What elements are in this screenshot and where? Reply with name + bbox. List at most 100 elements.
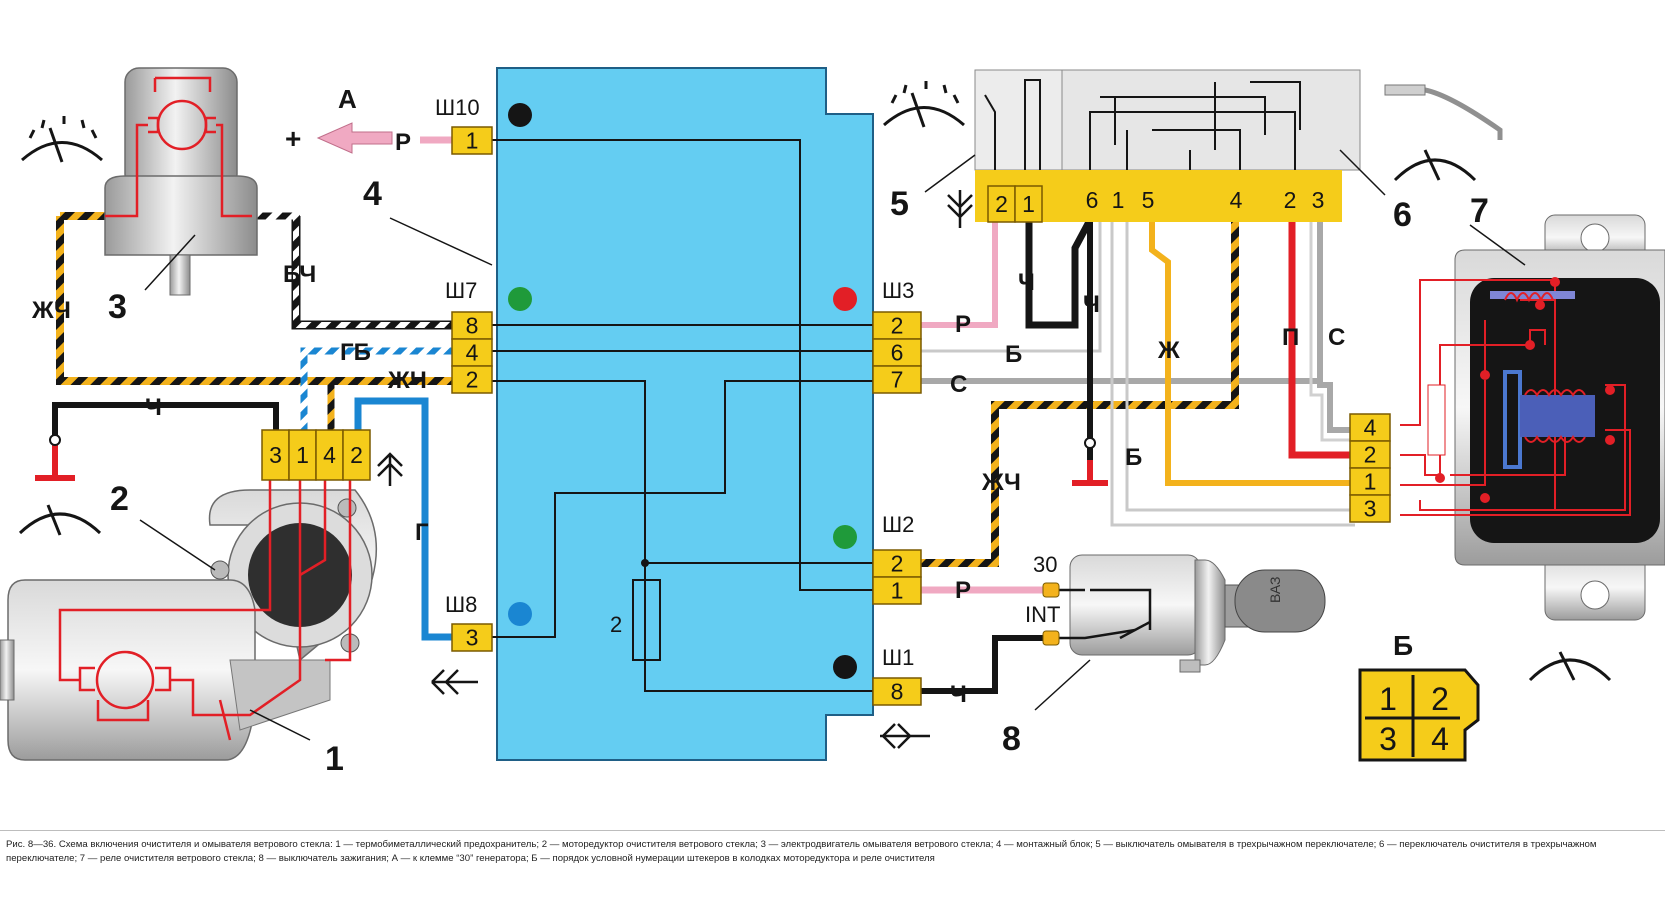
pin-label-relay-4: 4 [1364,415,1377,441]
pin-label-relay-1: 1 [1364,469,1377,495]
wires [52,136,1355,694]
leader-lines [139,149,1526,741]
label-comp1: 1 [325,740,344,778]
pin-box-sh2-1 [872,576,922,605]
pin-label-switch6-2: 2 [1284,187,1297,213]
wire-s-right: С [1328,324,1345,351]
conn-name-sh7: Ш7 [445,278,477,303]
wire-s-sh3: С [950,371,967,398]
pin-label-motor-2: 2 [350,442,363,468]
pin-box-sh1-8 [872,677,922,706]
wiper-motor [0,480,377,761]
view-b-pin-2: 2 [1431,681,1449,717]
block-dot-red [833,287,857,311]
wire-zhch-mid: ЖЧ [387,367,427,394]
pin-box-sh3-7 [872,365,922,394]
wire-zhch-right: ЖЧ [981,469,1021,496]
pin-box-sh10-1 [451,126,493,155]
pin-label-sh7-4: 4 [466,340,479,366]
block-dot-black-top [508,103,532,127]
pin-label-relay-3: 3 [1364,496,1377,522]
label-comp5: 5 [890,185,909,223]
wire-r-sh2: Р [955,577,971,604]
pin-label-switch6-5: 5 [1142,187,1155,213]
label-comp6: 6 [1393,196,1412,234]
conn-name-sh1: Ш1 [882,645,914,670]
pin-label-switch6-4: 4 [1230,187,1243,213]
label-comp8: 8 [1002,720,1021,758]
conn-name-sh2: Ш2 [882,512,914,537]
pin-label-sh7-2: 2 [466,367,479,393]
block-traces [492,139,873,692]
wire-zh: Ж [1157,337,1180,364]
fuse-element [632,579,661,661]
pin-label-switch5-1: 1 [1022,191,1035,217]
wire-p: П [1282,324,1299,351]
fuse-label: 2 [610,612,622,637]
pin-label-sh10-1: 1 [466,128,479,154]
view-b-pin-1: 1 [1379,681,1397,717]
wire-r-sh3: Р [955,311,971,338]
pin-box-sh8-3 [451,623,493,652]
view-b-pin-3: 3 [1379,721,1397,757]
label-comp3: 3 [108,288,127,326]
label-comp2: 2 [110,480,129,518]
pin-label-sh2-1: 1 [891,578,904,604]
pin-box-relay-1 [1349,467,1391,496]
key-brand: ВАЗ [1267,576,1283,603]
stalk-switch-housing [974,69,1503,222]
pin-box-sh7-8 [451,311,493,340]
label-view-b: Б [1393,630,1413,661]
label-comp7: 7 [1470,192,1489,230]
wiper-icon [18,81,1612,682]
diagram-canvas: 2 [0,67,1665,778]
block-dot-green-left [508,287,532,311]
block-dot-green-right [833,525,857,549]
wire-zhch-left: ЖЧ [31,297,71,324]
plus-sign: + [285,123,301,154]
pin-box-motor-2 [342,429,371,481]
pin-box-sh7-4 [451,338,493,367]
pin-label-motor-1: 1 [296,442,309,468]
washer-motor [104,67,258,296]
pin-label-sh7-8: 8 [466,313,479,339]
wiper-relay [1400,214,1665,621]
pin-box-sh3-2 [872,311,922,340]
pin-box-sh3-6 [872,338,922,367]
pin-box-switch5-1 [1014,185,1043,223]
ground-icon [35,445,1108,486]
pin-label-sh8-3: 3 [466,625,479,651]
pin-label-motor-3: 3 [269,442,282,468]
pin-box-motor-4 [315,429,344,481]
pin-box-motor-3 [261,429,290,481]
pin-label-sh3-6: 6 [891,340,904,366]
pin-label-sh3-2: 2 [891,313,904,339]
wire-b-sh3: Б [1005,341,1022,368]
wire-a-r: Р [395,129,411,156]
pin-box-sh7-2 [451,365,493,394]
pin-box-motor-1 [288,429,317,481]
mounting-block [496,67,874,761]
wire-ch-sh1: Ч [950,681,967,708]
pin-label-switch5-2: 2 [995,191,1008,217]
wire-bch: БЧ [283,261,316,288]
pin-label-sh1-8: 8 [891,679,904,705]
pin-label-switch6-3: 3 [1312,187,1325,213]
wire-ch-sw2: Ч [1083,291,1100,318]
wire-ch-left: Ч [145,394,162,421]
ign-int: INT [1025,602,1060,627]
block-dot-blue [508,602,532,626]
conn-name-sh8: Ш8 [445,592,477,617]
wire-g: Г [415,519,429,546]
connector-arrow-icon [377,190,973,749]
arrow-a [316,122,393,154]
ignition-switch: ВАЗ [1042,554,1326,673]
label-comp4: 4 [363,175,382,213]
ign-30: 30 [1033,552,1057,577]
conn-name-sh3: Ш3 [882,278,914,303]
pin-label-switch6-6: 6 [1086,187,1099,213]
pin-box-relay-3 [1349,494,1391,523]
view-b-connector [1358,668,1480,762]
pin-label-relay-2: 2 [1364,442,1377,468]
